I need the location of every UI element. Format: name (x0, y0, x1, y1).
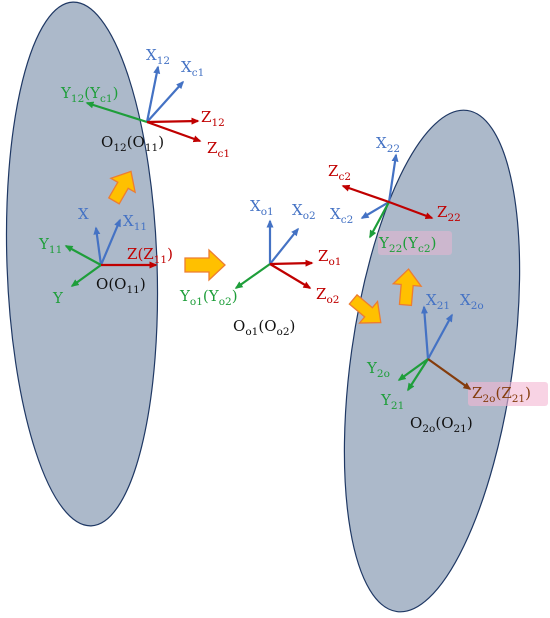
label-z-z11: Z(Z11) (127, 245, 173, 266)
label-y11: Y11 (38, 235, 62, 256)
axis-zc2 (341, 184, 390, 204)
axis-y11 (64, 245, 102, 266)
label-zo2: Zo2 (316, 285, 339, 306)
label-z2o-z21: Z2o(Z21) (472, 384, 531, 405)
axis-y2o (397, 358, 429, 381)
label-zc2: Zc2 (328, 162, 351, 183)
axis-xo2 (269, 227, 299, 265)
label-zo1: Zo1 (318, 247, 341, 268)
axis-y12 (85, 101, 148, 124)
transfer-arrow-up-left (107, 170, 137, 205)
frame-oo1 (234, 219, 314, 289)
axis-x21 (421, 305, 430, 360)
axis-x12 (145, 65, 161, 123)
axis-y (70, 264, 102, 287)
highlight-z2o (468, 382, 548, 406)
label-yo1-yo2: Yo1(Yo2) (179, 287, 238, 308)
label-x11: X11 (123, 212, 147, 233)
axis-z2o (427, 358, 472, 390)
label-x2o: X2o (460, 291, 484, 312)
axis-yo1 (234, 263, 271, 289)
axis-y21 (407, 358, 429, 392)
transfer-arrow-up-right (391, 268, 423, 307)
label-y: Y (52, 289, 64, 307)
label-x12: X12 (146, 46, 170, 67)
frame-o12 (85, 65, 202, 143)
label-oo1-oo2: Oo1(Oo2) (233, 317, 295, 338)
label-xo2: Xo2 (292, 201, 316, 222)
label-xo1: Xo1 (250, 197, 274, 218)
axis-xc1 (146, 80, 185, 123)
label-y21: Y21 (380, 391, 404, 412)
label-y2o: Y2o (366, 359, 390, 380)
transfer-arrow-down-right (348, 293, 382, 324)
label-y12-yc1: Y12(Yc1) (60, 84, 118, 105)
label-o2o-o21: O2o(O21) (410, 414, 473, 435)
axis-x2o (427, 313, 453, 360)
frame-o (64, 218, 158, 287)
body-segment-left (5, 1, 159, 527)
label-y22-yc2: Y22(Yc2) (378, 234, 436, 255)
label-x: X (78, 205, 89, 223)
label-xc1: Xc1 (181, 58, 204, 79)
axis-zc1 (146, 120, 202, 143)
label-x21: X21 (426, 291, 450, 312)
highlight-y22 (378, 231, 452, 255)
axis-zo1 (269, 259, 314, 267)
label-xc2: Xc2 (330, 205, 353, 226)
frame-o22 (341, 153, 434, 239)
frame-o2o (397, 305, 472, 392)
axis-y22 (369, 201, 390, 239)
axis-z12 (146, 117, 200, 125)
axis-x (93, 226, 103, 266)
axis-x11 (99, 218, 122, 266)
transfer-arrow-right (184, 248, 226, 282)
label-z22: Z22 (437, 203, 461, 224)
axis-z22 (388, 200, 434, 220)
label-o12-o11: O12(O11) (101, 133, 164, 154)
label-x22: X22 (376, 134, 400, 155)
axis-xc2 (360, 201, 390, 219)
label-z12: Z12 (201, 108, 225, 129)
label-zc1: Zc1 (207, 139, 230, 160)
axis-zo2 (269, 263, 312, 289)
body-segment-right (343, 109, 521, 613)
label-o-o11: O(O11) (96, 275, 146, 296)
axis-x22 (387, 153, 399, 203)
